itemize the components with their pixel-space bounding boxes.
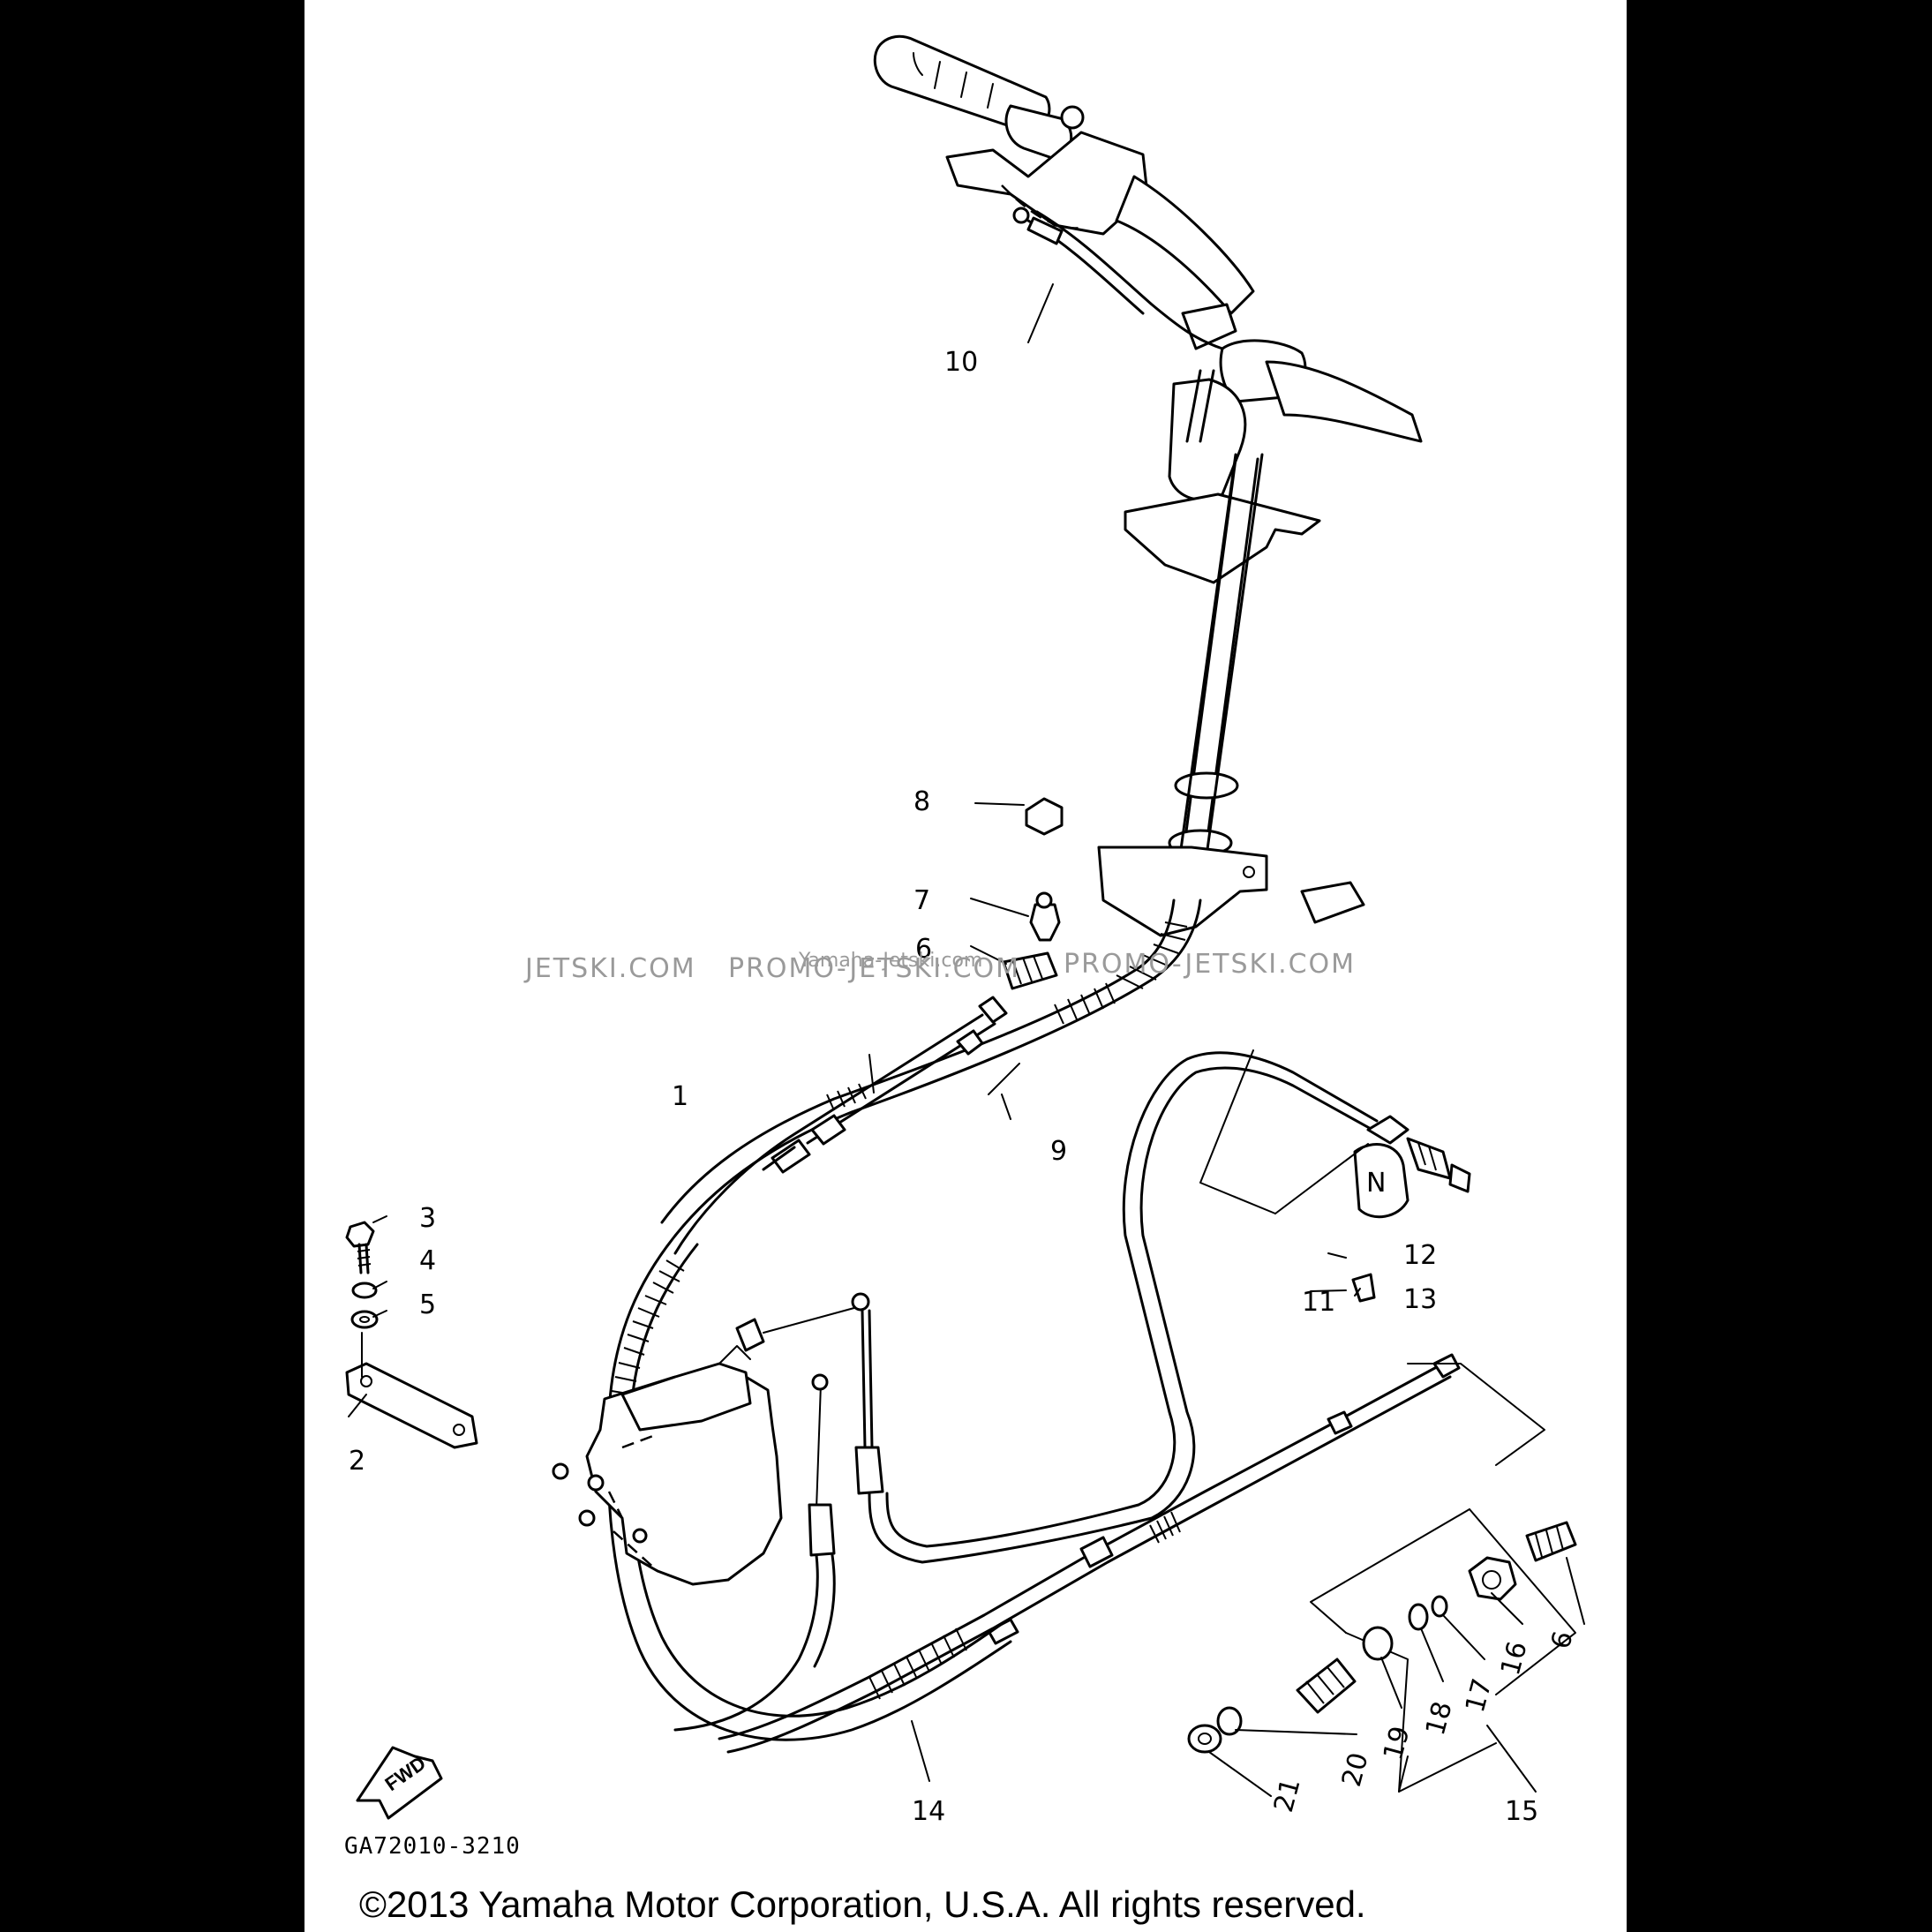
carb-choke-cable	[673, 1373, 836, 1732]
callout-19: 19	[1378, 1723, 1417, 1763]
washer-18	[1408, 1603, 1429, 1631]
cable-9-lower-loop	[606, 1234, 1012, 1741]
callout-15: 15	[1505, 1796, 1538, 1827]
watermarks: JETSKI.COM PROMO-JETSKI.COM Yamaha-Jetsk…	[523, 949, 1356, 984]
callout-3: 3	[419, 1203, 436, 1234]
washer-5	[350, 1310, 379, 1329]
washer-17	[1431, 1595, 1448, 1618]
cable-assembly-diagram: N	[344, 34, 1585, 1925]
watermark-center: PROMO-JETSKI.COM	[728, 953, 1020, 984]
neutral-knob-assembly: N	[1199, 1049, 1410, 1303]
steering-column	[1124, 303, 1423, 902]
bushing-part	[1296, 1658, 1357, 1714]
callout-20: 20	[1336, 1749, 1375, 1790]
carburetor-body	[552, 1318, 783, 1586]
callout-21: 21	[1268, 1775, 1307, 1815]
fwd-arrow-icon: FWD	[356, 1746, 443, 1820]
callout-8: 8	[913, 786, 930, 817]
bracket-2	[345, 1362, 478, 1449]
carb-throttle-cable	[763, 1051, 1471, 1564]
bolt-3	[345, 1221, 375, 1274]
cable-bracket	[1097, 846, 1365, 937]
callout-2: 2	[349, 1446, 365, 1477]
callout-6-top: 6	[915, 934, 932, 965]
spring-6-lower	[1525, 1521, 1577, 1562]
cap-19	[1362, 1626, 1394, 1661]
callout-12: 12	[1403, 1240, 1437, 1271]
washer-20	[1216, 1706, 1243, 1736]
throttle-cable-upper	[1012, 207, 1224, 350]
leader-lines	[348, 283, 1585, 1797]
callout-17: 17	[1460, 1675, 1499, 1716]
cable-9-wrapped	[660, 898, 1202, 1237]
callout-14: 14	[912, 1796, 945, 1827]
callout-5: 5	[419, 1289, 436, 1320]
cable-14-long	[718, 1353, 1461, 1754]
watermark-center-small: Yamaha-Jetski.com	[798, 950, 982, 972]
part-code: GA72010-3210	[344, 1833, 521, 1860]
watermark-right: PROMO-JETSKI.COM	[1064, 949, 1356, 980]
grommet-7	[1029, 891, 1061, 942]
callout-7: 7	[913, 885, 930, 916]
callout-4: 4	[419, 1245, 436, 1276]
washer-4	[351, 1282, 378, 1299]
spring-6-top	[1002, 951, 1058, 990]
callout-11: 11	[1302, 1287, 1335, 1318]
handlebar-grip	[873, 34, 1255, 315]
callout-labels: 1 2 3 4 5 6 7 8 9 10 11 12 13 14 15 16 1…	[349, 347, 1580, 1827]
callout-16: 16	[1495, 1638, 1534, 1679]
nut-21	[1187, 1724, 1222, 1754]
watermark-left: JETSKI.COM	[523, 953, 696, 984]
callout-10: 10	[944, 347, 978, 378]
nut-8	[1025, 797, 1064, 836]
callout-1: 1	[672, 1081, 688, 1112]
copyright-notice: ©2013 Yamaha Motor Corporation, U.S.A. A…	[359, 1883, 1366, 1925]
nut-16	[1468, 1556, 1517, 1601]
cable-1-steering	[673, 996, 1008, 1255]
callout-9: 9	[1050, 1136, 1067, 1167]
callout-18: 18	[1420, 1698, 1459, 1739]
neutral-knob-letter: N	[1366, 1168, 1386, 1199]
parts-diagram-sheet: N	[304, 0, 1627, 1932]
callout-13: 13	[1403, 1284, 1437, 1315]
